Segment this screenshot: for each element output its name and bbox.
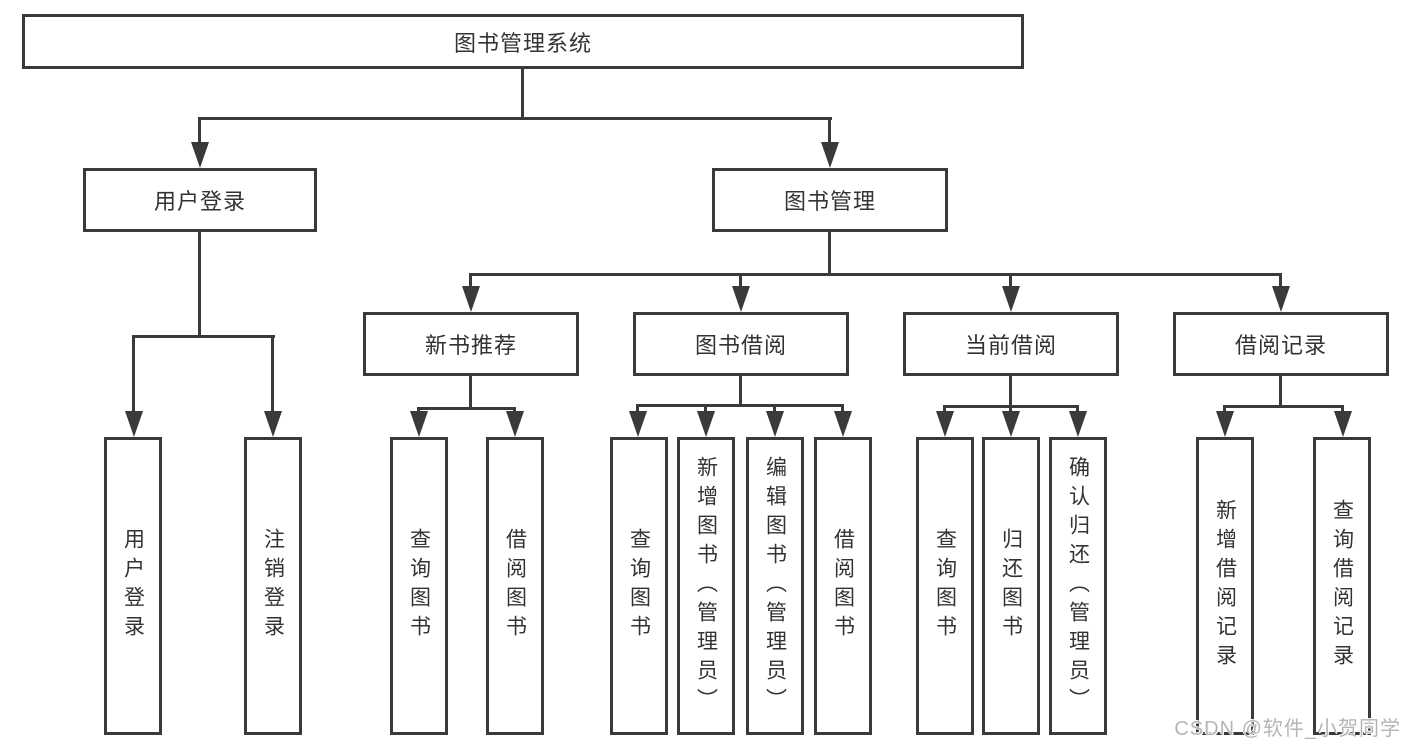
edge-records-trunk [1279,376,1282,408]
leaf-bw-borrow-books-label: 借阅图书 [831,528,855,644]
edge-borrow-rail [636,404,844,407]
node-current-label: 当前借阅 [964,333,1057,358]
leaf-cu-query-books-label: 查询图书 [933,528,957,644]
leaf-nb-query-books-label: 查询图书 [407,528,431,644]
node-records-label: 借阅记录 [1234,333,1327,358]
leaf-bw-add-books-label: 新增图书（管理员） [694,455,718,717]
edge-root-rail [198,117,832,120]
node-records: 借阅记录 [1173,312,1389,376]
leaf-rc-add-record-label: 新增借阅记录 [1213,499,1237,673]
edge-arrow-new-book [469,273,472,286]
leaf-cu-query-books: 查询图书 [916,437,974,735]
leaf-cu-confirm-return-label: 确认归还（管理员） [1066,455,1090,717]
edge-arrow-leaf-login [132,335,135,411]
leaf-nb-borrow-books: 借阅图书 [486,437,544,735]
edge-arrow-borrow [739,273,742,286]
node-user-login-label: 用户登录 [153,189,246,214]
edge-arrow-bw-add [704,404,707,411]
edge-current-trunk [1009,376,1012,408]
edge-arrow-cu-query [943,405,946,411]
edge-arrow-rc-query [1341,405,1344,411]
leaf-nb-borrow-books-label: 借阅图书 [503,528,527,644]
edge-arrow-bw-query [636,404,639,411]
edge-arrow-rc-add [1223,405,1226,411]
edge-arrow-user-login [198,117,201,142]
leaf-bw-edit-books-label: 编辑图书（管理员） [763,455,787,717]
edge-arrow-records [1279,273,1282,286]
edge-arrow-leaf-logout [271,335,274,411]
leaf-cu-return-books-label: 归还图书 [999,528,1023,644]
edge-arrow-bw-edit [773,404,776,411]
node-current: 当前借阅 [903,312,1119,376]
node-borrow: 图书借阅 [633,312,849,376]
leaf-cu-return-books: 归还图书 [982,437,1040,735]
leaf-bw-borrow-books: 借阅图书 [814,437,872,735]
leaf-rc-query-record-label: 查询借阅记录 [1330,499,1354,673]
node-user-login: 用户登录 [83,168,317,232]
edge-arrow-cu-confirm [1076,405,1079,411]
edge-root-trunk [521,69,524,120]
leaf-cu-confirm-return: 确认归还（管理员） [1049,437,1107,735]
node-new-book: 新书推荐 [363,312,579,376]
leaf-nb-query-books: 查询图书 [390,437,448,735]
csdn-watermark: CSDN @软件_小贺同学 [1174,718,1401,740]
edge-arrow-current [1009,273,1012,286]
leaf-logout-label: 注销登录 [261,528,285,644]
leaf-logout: 注销登录 [244,437,302,735]
edge-arrow-book-mgmt [828,117,831,142]
edge-arrow-bw-borrow [841,404,844,411]
edge-user-login-trunk [198,232,201,338]
edge-arrow-nb-borrow [513,407,516,411]
edge-new-book-rail [417,407,516,410]
leaf-bw-add-books: 新增图书（管理员） [677,437,735,735]
leaf-user-login-label: 用户登录 [121,528,145,644]
node-new-book-label: 新书推荐 [424,333,517,358]
node-borrow-label: 图书借阅 [694,333,787,358]
edge-new-book-trunk [469,376,472,410]
edge-records-rail [1223,405,1344,408]
leaf-bw-query-books: 查询图书 [610,437,668,735]
edge-book-mgmt-rail [469,273,1282,276]
edge-arrow-cu-return [1009,405,1012,411]
node-root: 图书管理系统 [22,14,1024,69]
leaf-rc-query-record: 查询借阅记录 [1313,437,1371,735]
leaf-rc-add-record: 新增借阅记录 [1196,437,1254,735]
node-book-mgmt: 图书管理 [712,168,948,232]
edge-book-mgmt-trunk [828,232,831,276]
edge-user-login-rail [132,335,275,338]
leaf-bw-edit-books: 编辑图书（管理员） [746,437,804,735]
node-book-mgmt-label: 图书管理 [783,189,876,214]
leaf-bw-query-books-label: 查询图书 [627,528,651,644]
edge-arrow-nb-query [417,407,420,411]
leaf-user-login: 用户登录 [104,437,162,735]
edge-borrow-trunk [739,376,742,407]
node-root-label: 图书管理系统 [453,30,592,56]
